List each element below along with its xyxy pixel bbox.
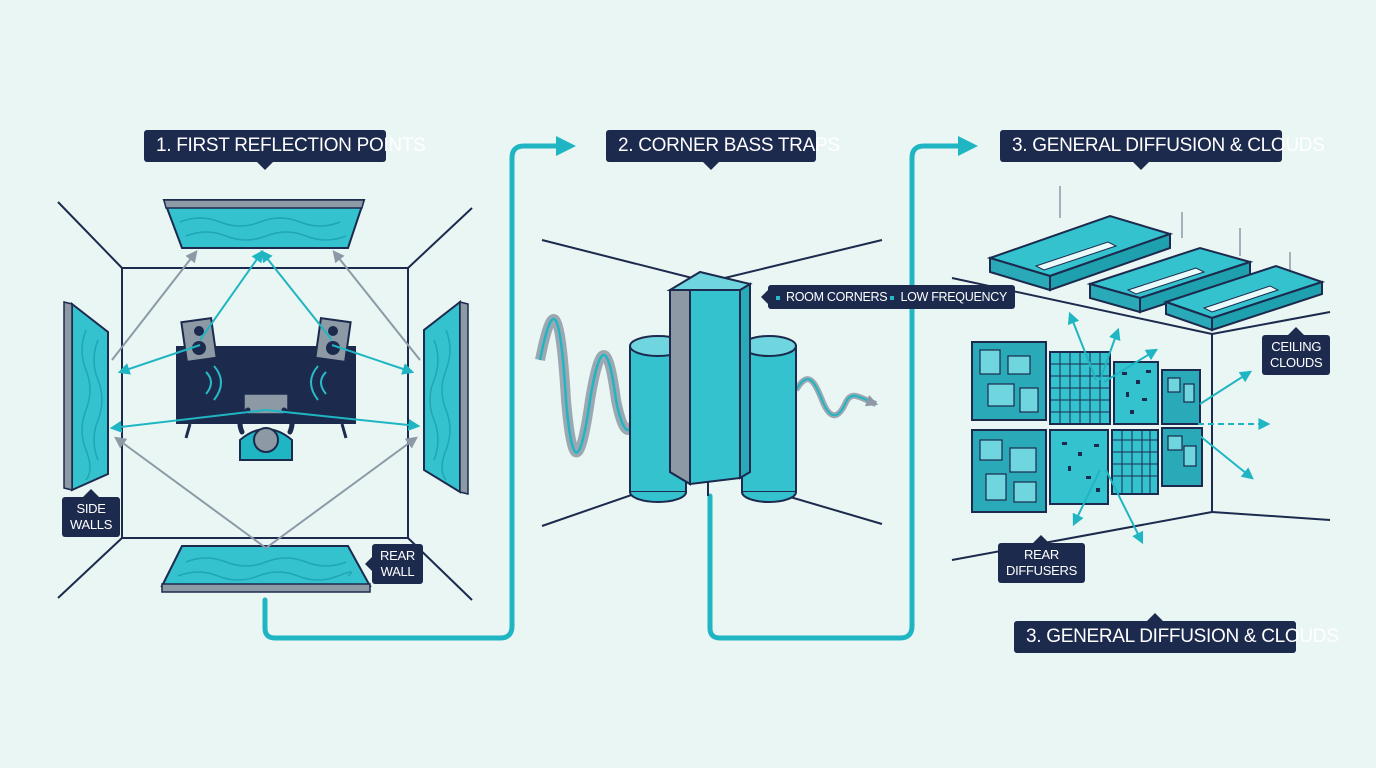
rear-wall-label: REAR WALL — [365, 544, 423, 584]
room-top-view — [57, 199, 473, 601]
ceiling-clouds-label-line-2: CLOUDS — [1270, 355, 1323, 370]
ceiling-clouds-label-line-1: CEILING — [1271, 339, 1322, 354]
ceiling-clouds-label: CEILING CLOUDS — [1262, 327, 1331, 375]
diffusion-rays — [1067, 311, 1271, 545]
listener-icon — [237, 407, 295, 461]
cloud-panel-2 — [1086, 246, 1254, 314]
side-walls-label-line-2: WALLS — [70, 517, 113, 532]
rear-diffusers-label-line-2: DIFFUSERS — [1006, 563, 1077, 578]
title-general-diffusion-clouds: 3. GENERAL DIFFUSION & CLOUDS — [1000, 130, 1325, 170]
flow-connectors — [262, 136, 978, 641]
footer-general-diffusion-clouds: 3. GENERAL DIFFUSION & CLOUDS — [1014, 613, 1339, 653]
cloud-panel-1 — [986, 214, 1174, 292]
left-side-panel — [63, 301, 109, 492]
front-wall-panel — [162, 199, 366, 249]
reflection-rays — [109, 250, 421, 549]
rear-wall-panel — [160, 545, 372, 593]
bass-trap-note-low-frequency: LOW FREQUENCY — [890, 290, 1007, 304]
ceiling-clouds — [986, 186, 1326, 332]
side-walls-label-line-1: SIDE — [76, 501, 106, 516]
bass-trap-center — [666, 270, 753, 486]
connector-1-to-2 — [262, 136, 576, 641]
connector-2-to-3 — [707, 136, 978, 641]
title-first-reflection-points: 1. FIRST REFLECTION POINTS — [144, 130, 426, 170]
right-side-panel — [423, 299, 469, 495]
cloud-panel-3 — [1162, 264, 1326, 332]
bass-trap-note-room-corners: ROOM CORNERS — [776, 290, 888, 304]
rear-diffusers — [971, 341, 1203, 513]
corner-bass-traps — [535, 239, 883, 527]
rear-diffusers-label-line-1: REAR — [1024, 547, 1059, 562]
title-corner-bass-traps: 2. CORNER BASS TRAPS — [606, 130, 840, 170]
rear-wall-label-line-1: REAR — [380, 548, 415, 563]
rear-wall-label-line-2: WALL — [380, 564, 415, 579]
side-walls-label: SIDE WALLS — [62, 489, 121, 537]
rear-diffusers-label: REAR DIFFUSERS — [998, 535, 1085, 583]
bass-trap-notes: ROOM CORNERS LOW FREQUENCY — [761, 285, 1015, 309]
